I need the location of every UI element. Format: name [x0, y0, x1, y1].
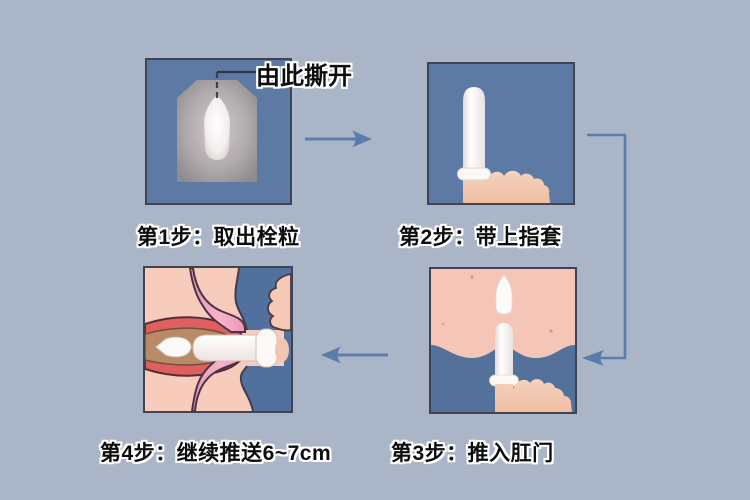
step2-panel: [427, 62, 575, 205]
arrow-left-icon: [321, 346, 388, 364]
step4-caption: 第4步：继续推送6~7cm: [100, 442, 332, 465]
step1-panel: [145, 58, 292, 205]
finger-skin: [275, 338, 289, 362]
tear-here-annotation: 由此撕开: [256, 63, 352, 90]
arrow-right-icon: [305, 130, 372, 148]
hand-icon: [495, 378, 572, 412]
step4-panel: [143, 266, 293, 413]
arrow-elbow-down-left-icon: [582, 133, 627, 366]
finger-with-cot-illustration: [457, 87, 550, 203]
finger-cot-icon: [192, 328, 289, 368]
step3-caption: 第3步：推入肛门: [391, 442, 554, 465]
suppository-icon: [204, 95, 230, 160]
suppository-icon: [155, 336, 192, 358]
step1-caption: 第1步：取出栓粒: [137, 226, 300, 249]
skin-contour-lines: [234, 268, 254, 411]
step2-caption: 第2步：带上指套: [399, 226, 562, 249]
cross-section-illustration: [145, 268, 291, 411]
step3-panel: [429, 267, 577, 414]
tear-line-icon: [215, 70, 259, 102]
buttock-edge-icon: [267, 273, 291, 332]
suppository-in-package-illustration: [177, 70, 259, 182]
finger-cot-icon: [457, 87, 491, 181]
finger-pushing-suppository-illustration: [431, 269, 575, 412]
finger-cot-icon: [489, 323, 519, 387]
suppository-icon: [495, 274, 513, 315]
